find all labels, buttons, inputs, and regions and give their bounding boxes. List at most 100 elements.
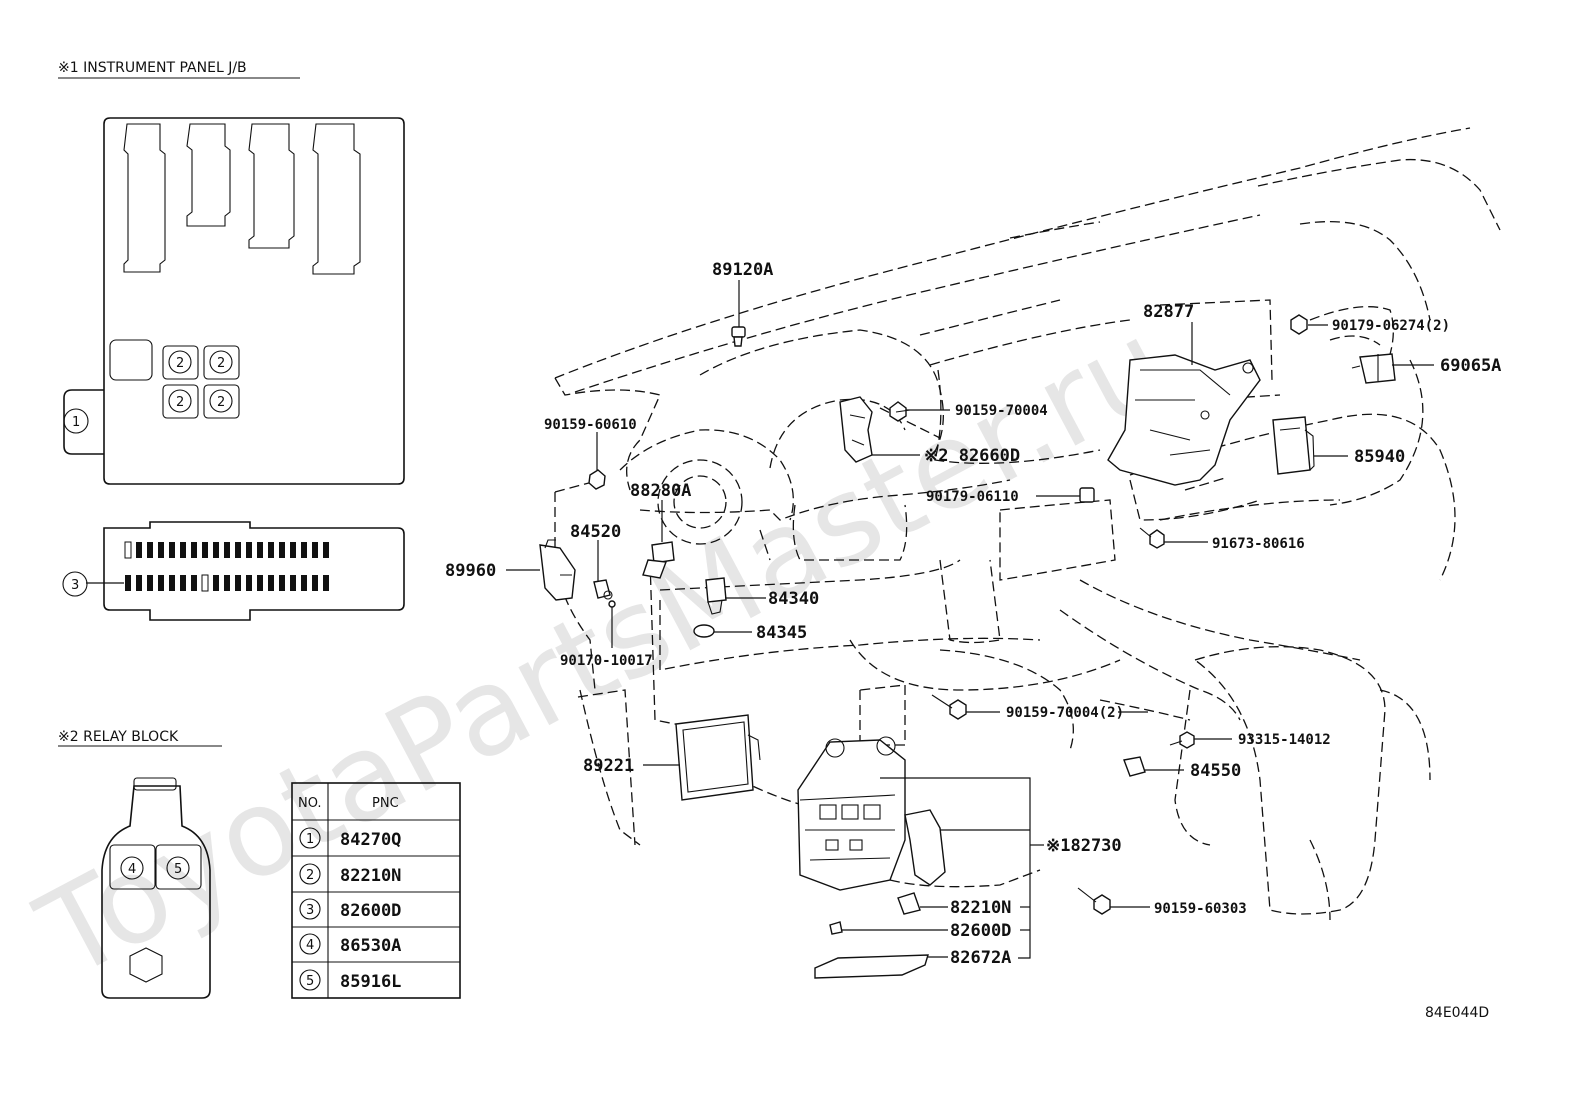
connector-pin [147,575,153,591]
jb-pins-row-2 [125,574,329,592]
label-84340: 84340 [768,589,819,609]
pnc-row: 1 84270Q [299,827,401,850]
label-69065A: 69065A [1440,356,1501,376]
clip-89120A [731,326,746,347]
inset-relay-title: ※2 RELAY BLOCK [58,729,179,745]
bracket-82877 [1107,354,1261,486]
pnc-row: 2 82210N [299,863,401,886]
bolt-90159-60303 [1077,887,1111,915]
connector-pin [301,575,307,591]
label-90159-60303: 90159-60303 [1154,901,1247,917]
connector-pin [136,542,142,558]
label-82672A: 82672A [950,948,1011,968]
label-90179-06110: 90179-06110 [926,489,1019,505]
label-90179-06274: 90179-06274(2) [1332,318,1450,334]
connector-pin [158,542,164,558]
connector-pin [169,575,175,591]
label-82877: 82877 [1143,302,1194,322]
relay-socket-4 [109,844,156,890]
label-90159-70004: 90159-70004 [955,403,1048,419]
screw-90159-60610 [588,469,606,490]
connector-pin [201,574,209,592]
bracket-82730-side [904,809,946,886]
relay-block-82660D [839,396,873,463]
connector-pin [125,575,131,591]
connector-pin [268,575,274,591]
connector-pin [257,542,263,558]
connector-pin [124,541,132,559]
connector-pin [323,542,329,558]
part-labels: 89120A 82877 90179-06274(2) 69065A 90159… [445,260,1501,968]
jb-relay-sockets-group: 2 2 2 2 [162,345,240,419]
label-91673-80616: 91673-80616 [1212,536,1305,552]
connector-pin [213,542,219,558]
callout-2-c: 2 [176,395,184,410]
connector-pin [136,575,142,591]
connector-pin [246,575,252,591]
part-69065A [1351,353,1396,384]
connector-pin [191,542,197,558]
connector-pin [312,575,318,591]
label-93315-14012: 93315-14012 [1238,732,1331,748]
connector-pin [312,542,318,558]
dashboard-outline [554,127,1501,921]
inset-instrument-panel-jb: ※1 INSTRUMENT PANEL J/B 2 2 2 2 [58,60,405,621]
label-82730: ※182730 [1046,836,1122,856]
label-90159-70004-2: 90159-70004(2) [1006,705,1124,721]
callout-4: 4 [128,862,136,877]
callout-2-d: 2 [217,395,225,410]
label-84345: 84345 [756,623,807,643]
part-90170-10017 [608,600,616,608]
connector-pin [235,575,241,591]
label-89120A: 89120A [712,260,773,280]
pnc-row: 4 86530A [299,933,401,956]
pnc-table: NO. PNC 1 84270Q 2 82210N 3 82600D 4 865… [291,782,461,999]
label-89221: 89221 [583,756,634,776]
pnc-row-code: 82600D [340,901,401,921]
jb-side-connector [63,389,104,455]
relay-block-top-tab [133,777,177,791]
connector-pin [268,542,274,558]
module-85940 [1272,416,1315,475]
connector-pin [323,575,329,591]
label-84520: 84520 [570,522,621,542]
jb-relay-socket [109,339,153,381]
watermark: ToyotaPartsMaster.ru [17,295,1190,1006]
label-82660D: ※2 82660D [924,446,1020,466]
callout-3-circle [62,571,88,597]
leader-lines [506,280,1434,959]
connector-pin [191,575,197,591]
jb-fuse-slots [123,123,361,275]
label-90170-10017: 90170-10017 [560,653,653,669]
pnc-row-code: 86530A [340,936,401,956]
sensor-89960 [539,539,576,601]
switch-84520 [593,579,613,600]
jb-connector-strip [103,521,405,621]
switch-84550 [1123,756,1146,777]
connector-pin [180,542,186,558]
callout-1: 1 [72,415,80,430]
pnc-row-no: 4 [306,938,314,953]
pnc-row-code: 82210N [340,866,401,886]
connector-pin [202,542,208,558]
part-82600D [829,921,843,935]
label-88280A: 88280A [630,481,691,501]
connector-pin [213,575,219,591]
connector-pin [224,575,230,591]
label-89960: 89960 [445,561,496,581]
pnc-row-code: 85916L [340,972,401,992]
jb-pins-row-1 [124,541,329,559]
pnc-header-no: NO. [298,796,322,811]
inset-jb-title: ※1 INSTRUMENT PANEL J/B [58,60,247,76]
connector-pin [279,575,285,591]
switch-88280A [642,500,675,579]
label-90159-60610: 90159-60610 [544,417,637,433]
switch-84340 [705,577,727,615]
pnc-header-pnc: PNC [372,796,399,811]
callout-2-b: 2 [217,356,225,371]
callout-5: 5 [174,862,182,877]
connector-pin [290,542,296,558]
panel-89221 [675,714,761,801]
jb-body-outline [103,117,405,485]
